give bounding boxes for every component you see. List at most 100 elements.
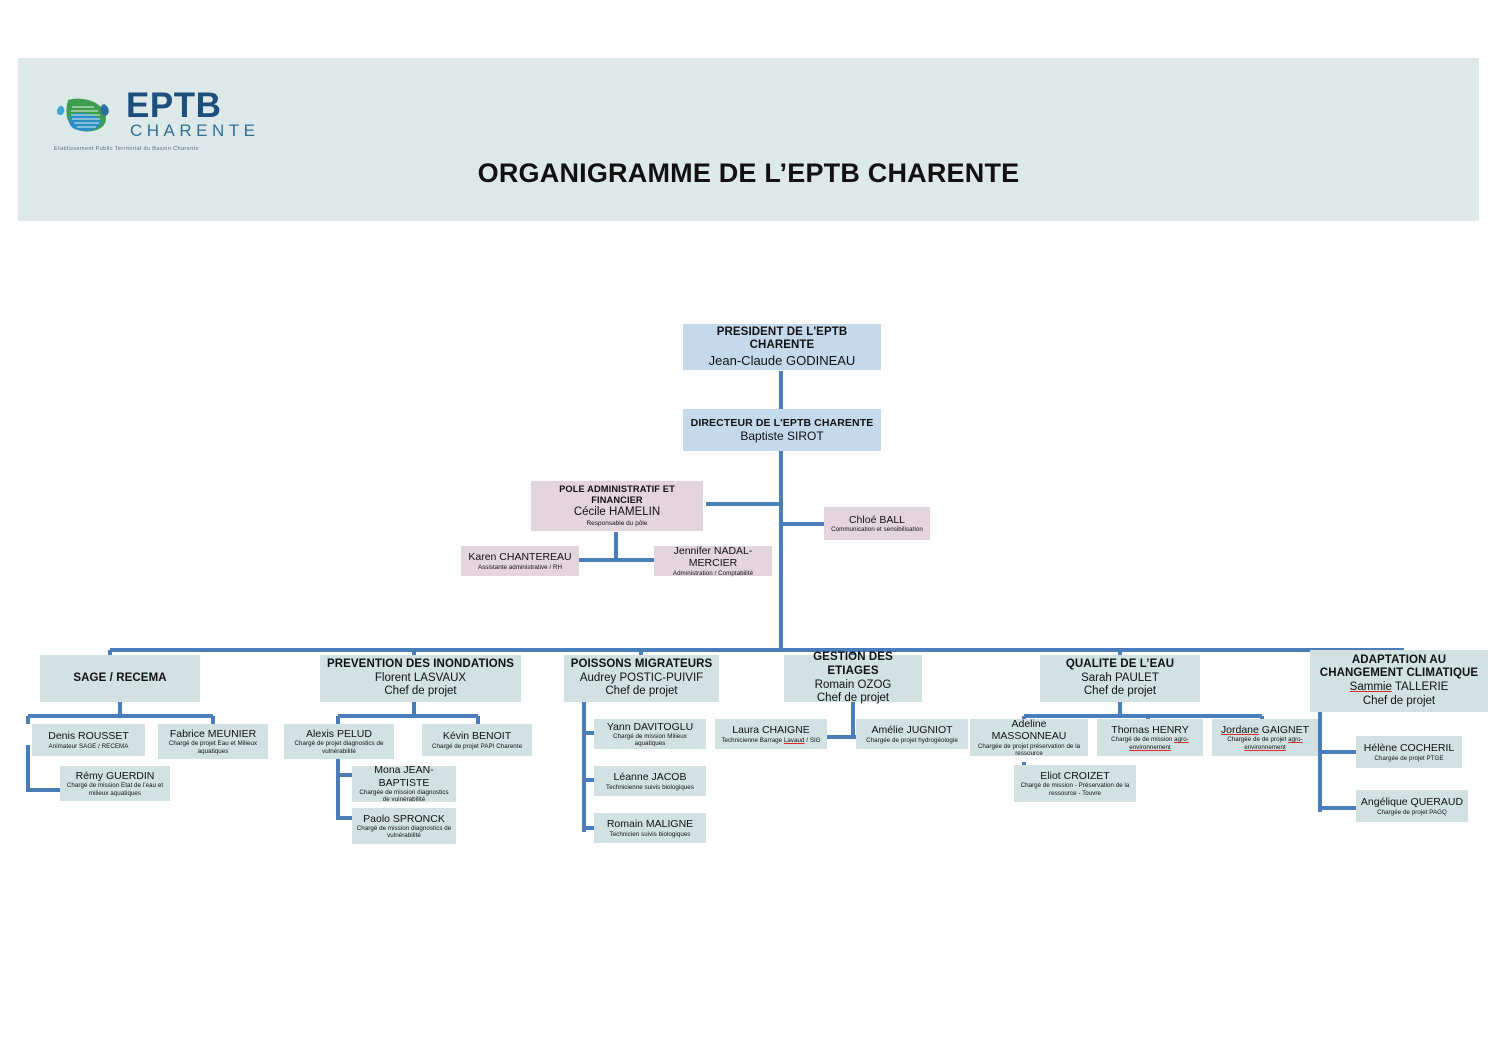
eptb-basin-map-logo-icon [56, 98, 109, 132]
node-person-name: Amélie JUGNIOT [871, 724, 953, 737]
node-angelique-queraud[interactable]: Angélique QUERAUD Chargée de projet PAGQ [1356, 790, 1468, 822]
node-person-role: Administration / Comptabilité [672, 569, 754, 577]
node-jordane-gaignet[interactable]: Jordane GAIGNET Chargée de de projet agr… [1212, 719, 1318, 756]
node-thomas-henry[interactable]: Thomas HENRY Chargé de de mission agro-e… [1097, 719, 1203, 756]
node-person-name: Romain MALIGNE [606, 818, 694, 831]
node-person-role: Technicien suivis biologiques [609, 830, 691, 838]
node-person-role: Chargé de mission diagnostics de vulnéra… [356, 824, 452, 840]
node-person-name: Eliot CROIZET [1040, 770, 1110, 782]
node-alexis-pelud[interactable]: Alexis PELUD Chargé de projet diagnostic… [284, 724, 394, 759]
node-person-name: Baptiste SIROT [740, 429, 824, 444]
node-amelie-jugniot[interactable]: Amélie JUGNIOT Chargée de projet hydrogé… [856, 719, 968, 749]
eptb-logo: EPTB CHARENTE Etablissement Public Terri… [52, 80, 312, 152]
node-title: ADAPTATION AU CHANGEMENT CLIMATIQUE [1319, 653, 1479, 680]
node-dept-poissons-migrateurs[interactable]: POISSONS MIGRATEURS Audrey POSTIC-PUIVIF… [564, 655, 719, 702]
node-president[interactable]: PRESIDENT DE L'EPTB CHARENTE Jean-Claude… [683, 324, 881, 370]
node-title: PRESIDENT DE L'EPTB CHARENTE [716, 325, 848, 352]
node-person-role: Responsable du pôle [586, 519, 648, 527]
node-person-role: Chef de projet [384, 685, 457, 698]
node-person-name: Fabrice MEUNIER [169, 728, 257, 740]
node-title: SAGE / RECEMA [73, 671, 167, 684]
node-person-name: Léanne JACOB [613, 771, 687, 784]
node-leanne-jacob[interactable]: Léanne JACOB Technicienne suivis biologi… [594, 766, 706, 796]
node-person-name: Kévin BENOIT [442, 730, 512, 743]
node-title: QUALITE DE L’EAU [1065, 658, 1175, 671]
node-person-role: Chargée de mission diagnostics de vulnér… [359, 789, 449, 804]
node-person-role: Chargée de projet préservation de la res… [977, 742, 1081, 757]
node-yann-davitoglu[interactable]: Yann DAVITOGLU Chargé de mission Milieux… [594, 719, 706, 749]
header-banner: EPTB CHARENTE Etablissement Public Terri… [18, 58, 1479, 221]
node-person-name: Adeline MASSONNEAU [991, 717, 1067, 743]
node-title: GESTION DES ETIAGES [813, 651, 893, 677]
node-person-role: Chargé de mission - Préservation de la r… [1020, 782, 1130, 797]
node-person-role: Chargée de projet PTGE [1374, 754, 1444, 762]
node-denis-rousset[interactable]: Denis ROUSSET Animateur SAGE / RECEMA [32, 724, 145, 756]
node-title: DIRECTEUR DE L'EPTB CHARENTE [690, 416, 874, 429]
node-person-role: Chargé de mission Etat de l’eau et milie… [66, 782, 164, 797]
node-eliot-croizet[interactable]: Eliot CROIZET Chargé de mission - Préser… [1014, 765, 1136, 802]
node-dept-sage-recema[interactable]: SAGE / RECEMA [40, 655, 200, 702]
node-jennifer-nadal-mercier[interactable]: Jennifer NADAL-MERCIER Administration / … [654, 544, 772, 577]
node-person-name: Jean-Claude GODINEAU [708, 352, 856, 368]
node-person-role: Chargée de projet hydrogéologie [866, 736, 958, 744]
node-person-role: Animateur SAGE / RECEMA [48, 742, 129, 750]
node-person-role: Chargée de de projet agro-environnement [1227, 736, 1303, 751]
node-person-role: Assistante administrative / RH [477, 563, 563, 571]
node-person-name: Sammie TALLERIE [1349, 681, 1449, 693]
node-person-name: Sarah PAULET [1081, 671, 1159, 684]
node-person-name: Denis ROUSSET [48, 730, 129, 743]
node-person-role: Chargé de de mission agro-environnement [1111, 736, 1189, 751]
node-dept-adaptation-climatique[interactable]: ADAPTATION AU CHANGEMENT CLIMATIQUE Samm… [1310, 650, 1488, 712]
node-mona-jean-baptiste[interactable]: Mona JEAN-BAPTISTE Chargée de mission di… [352, 764, 456, 804]
logo-secondary-text: CHARENTE [130, 121, 260, 140]
node-person-name: Florent LASVAUX [374, 671, 467, 684]
node-director[interactable]: DIRECTEUR DE L'EPTB CHARENTE Baptiste SI… [683, 409, 881, 451]
node-romain-maligne[interactable]: Romain MALIGNE Technicien suivis biologi… [594, 813, 706, 843]
node-person-name: Yann DAVITOGLU [606, 720, 694, 733]
page-title: ORGANIGRAMME DE L’EPTB CHARENTE [477, 158, 1020, 188]
node-person-name: Jennifer NADAL-MERCIER [673, 544, 753, 570]
node-person-role: Chargé de projet Eau et Milieux aquatiqu… [168, 740, 258, 755]
node-person-role: Chef de projet [605, 685, 678, 698]
node-person-name: Karen CHANTEREAU [468, 551, 572, 564]
node-person-role: Technicienne suivis biologiques [606, 783, 694, 791]
logo-tagline: Etablissement Public Territorial du Bass… [54, 146, 199, 152]
node-person-name: Cécile HAMELIN [573, 506, 661, 519]
node-person-role: Chargée de projet PAGQ [1377, 808, 1447, 816]
node-person-name: Jordane GAIGNET [1220, 724, 1310, 736]
node-person-name: Mona JEAN-BAPTISTE [374, 764, 434, 789]
node-fabrice-meunier[interactable]: Fabrice MEUNIER Chargé de projet Eau et … [158, 724, 268, 759]
node-kevin-benoit[interactable]: Kévin BENOIT Chargé de projet PAPI Chare… [422, 724, 532, 756]
node-dept-qualite-eau[interactable]: QUALITE DE L’EAU Sarah PAULET Chef de pr… [1040, 655, 1200, 702]
node-title: PREVENTION DES INONDATIONS [326, 658, 515, 671]
node-person-name: Rémy GUERDIN [75, 770, 155, 782]
node-dept-gestion-etiages[interactable]: GESTION DES ETIAGES Romain OZOG Chef de … [784, 651, 922, 704]
node-person-role: Communication et sensibilisation [831, 526, 923, 534]
node-title: POISSONS MIGRATEURS [570, 658, 713, 671]
node-person-role: Chargé de projet diagnostics de vulnérab… [294, 740, 384, 755]
node-person-name: Chloé BALL [848, 513, 906, 526]
node-karen-chantereau[interactable]: Karen CHANTEREAU Assistante administrati… [461, 546, 579, 576]
node-person-role: Chef de projet [1362, 694, 1436, 707]
node-pole-administratif[interactable]: POLE ADMINISTRATIF ET FINANCIER Cécile H… [531, 481, 703, 531]
node-person-name: Laura CHAIGNE [732, 724, 810, 737]
node-laura-chaigne[interactable]: Laura CHAIGNE Technicienne Barrage Lavau… [715, 719, 827, 749]
node-person-name: Paolo SPRONCK [363, 812, 445, 825]
node-paolo-spronck[interactable]: Paolo SPRONCK Chargé de mission diagnost… [352, 808, 456, 844]
node-adeline-massonneau[interactable]: Adeline MASSONNEAU Chargée de projet pré… [970, 717, 1088, 757]
node-person-role: Chef de projet [816, 692, 890, 705]
node-person-name: Thomas HENRY [1111, 724, 1189, 736]
node-chloe-ball[interactable]: Chloé BALL Communication et sensibilisat… [824, 507, 930, 540]
node-person-role: Chargé de mission Milieux aquatiques [613, 732, 687, 748]
logo-primary-text: EPTB [126, 86, 222, 125]
node-person-name: Angélique QUERAUD [1360, 796, 1464, 809]
node-person-role: Chargé de projet PAPI Charente [431, 742, 523, 750]
node-dept-prevention-inondations[interactable]: PREVENTION DES INONDATIONS Florent LASVA… [320, 655, 521, 702]
node-helene-cocheril[interactable]: Hélène COCHERIL Chargée de projet PTGE [1356, 736, 1462, 768]
node-title: POLE ADMINISTRATIF ET FINANCIER [559, 484, 675, 506]
node-remy-guerdin[interactable]: Rémy GUERDIN Chargé de mission Etat de l… [60, 766, 170, 801]
node-person-name: Hélène COCHERIL [1363, 742, 1455, 755]
